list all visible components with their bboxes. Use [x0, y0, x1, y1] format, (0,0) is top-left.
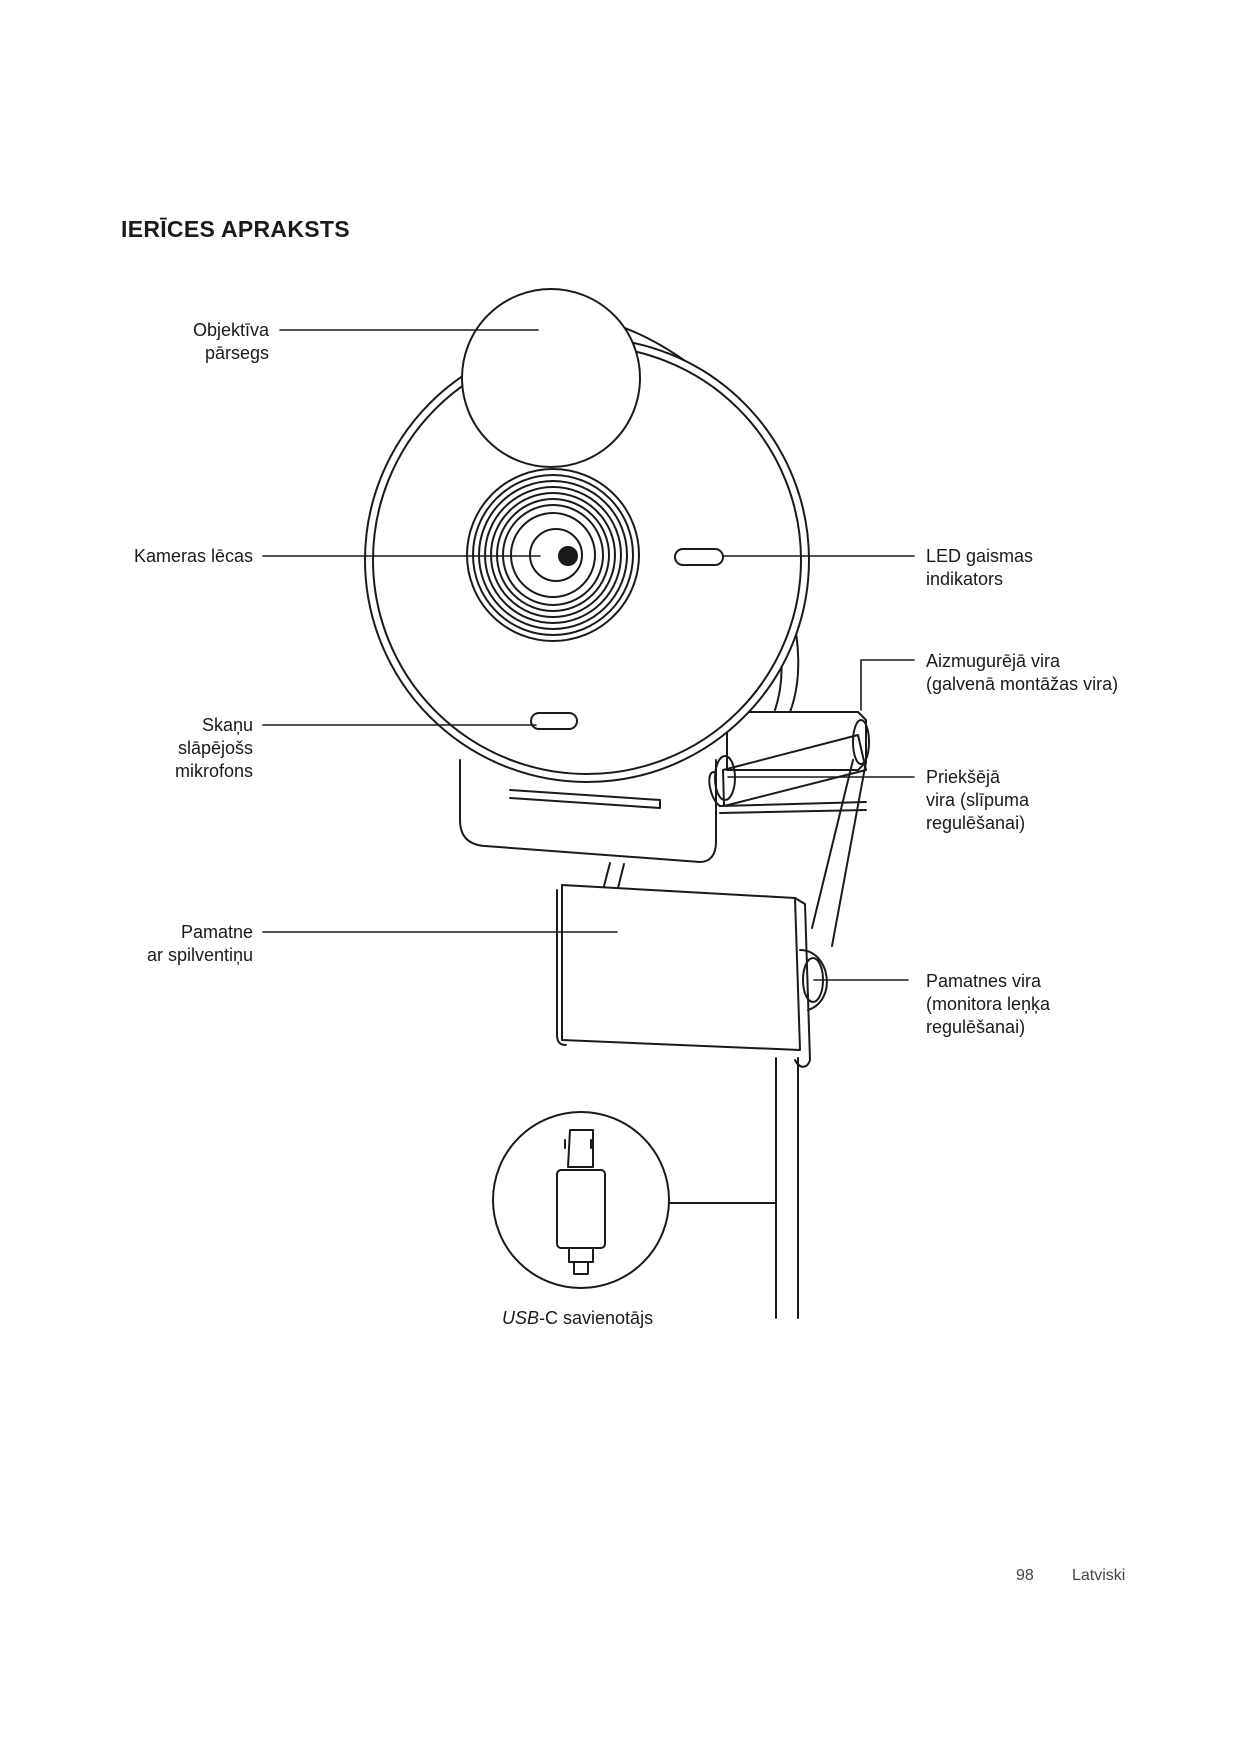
label-front-hinge: Priekšējā vira (slīpuma regulēšanai) [926, 767, 1030, 833]
base-neck [603, 862, 625, 889]
label-lens-cover: Objektīva pārsegs [192, 320, 269, 363]
led-indicator [674, 548, 724, 566]
leader-lines [262, 329, 915, 981]
footer-language: Latviski [1072, 1567, 1126, 1584]
camera-body-base [459, 759, 717, 863]
label-base-hinge: Pamatnes vira (monitora leņķa regulēšana… [926, 971, 1051, 1037]
camera-front-disc [364, 322, 810, 783]
page-number: 98 [1016, 1567, 1034, 1584]
label-led: LED gaismas indikators [926, 546, 1034, 589]
camera-lens [466, 468, 640, 642]
leader-rear-hinge [860, 659, 915, 711]
page-title: IERĪCES APRAKSTS [121, 216, 350, 242]
base-pad [556, 884, 811, 1068]
label-camera-lens: Kameras lēcas [133, 546, 253, 566]
lens-cover [461, 288, 641, 468]
usb-cable [775, 1057, 799, 1319]
label-base: Pamatne ar spilventiņu [146, 922, 253, 965]
label-microphone: Skaņu slāpējošs mikrofons [174, 715, 253, 781]
usb-c-inset [492, 1111, 777, 1289]
microphone-slot [530, 712, 578, 730]
label-rear-hinge: Aizmugurējā vira (galvenā montāžas vira) [926, 651, 1119, 694]
label-usb-c: USB-C savienotājs [502, 1308, 654, 1328]
